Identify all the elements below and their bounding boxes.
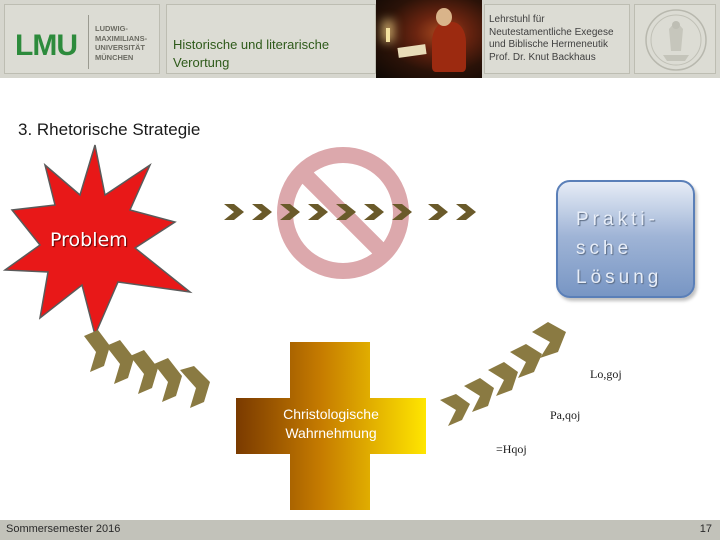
chevron-right-icon (464, 378, 494, 412)
solution-label-line: Prakti- (576, 209, 659, 230)
chevron-right-icon (84, 330, 110, 372)
chevron-right-icon (510, 344, 542, 378)
diagram-graphics (2, 144, 566, 510)
slide-header: LMU LUDWIG- MAXIMILIANS- UNIVERSITÄT MÜN… (0, 0, 720, 78)
logos-annotation: Lo,goj (590, 367, 622, 381)
paul-painting-image (376, 0, 482, 78)
chevron-right-icon (280, 204, 300, 220)
ethos-annotation: =Hqoj (496, 442, 527, 456)
university-name: LUDWIG- MAXIMILIANS- UNIVERSITÄT MÜNCHEN (95, 24, 147, 62)
lecture-title: Historische und literarische Verortung (173, 36, 329, 72)
solution-box: Prakti- sche Lösung (556, 180, 695, 298)
logo-divider (88, 15, 89, 69)
university-name-line: MÜNCHEN (95, 52, 134, 62)
christology-cross (236, 342, 426, 510)
chair-info: Lehrstuhl für Neutestamentliche Exegese … (489, 14, 614, 64)
university-name-line: MAXIMILIANS- (95, 33, 148, 43)
chair-info-line: Prof. Dr. Knut Backhaus (489, 51, 596, 63)
lecture-title-line: Verortung (173, 55, 230, 70)
chevron-right-icon (532, 322, 566, 358)
lmu-logo: LMU LUDWIG- MAXIMILIANS- UNIVERSITÄT MÜN… (4, 4, 160, 74)
chair-info-line: Neutestamentliche Exegese (489, 26, 614, 38)
chevron-right-icon (130, 350, 158, 394)
chevron-right-icon (440, 394, 470, 426)
section-title: 3. Rhetorische Strategie (18, 120, 201, 139)
cross-label: Christologische Wahrnehmung (236, 405, 426, 443)
cross-label-line: Wahrnehmung (285, 425, 377, 441)
university-name-line: LUDWIG- (95, 24, 128, 33)
problem-starburst (2, 144, 193, 338)
chevron-right-icon (392, 204, 412, 220)
painting-candle (386, 28, 390, 42)
chevron-right-icon (488, 362, 518, 396)
painting-figure (432, 22, 466, 72)
chevron-right-icon (428, 204, 448, 220)
descending-chevron-row (84, 330, 210, 408)
chevron-right-icon (364, 204, 384, 220)
ascending-chevron-row (440, 322, 566, 426)
university-seal-icon (645, 9, 707, 71)
lecture-title-box: Historische und literarische Verortung (166, 4, 376, 74)
chair-info-box: Lehrstuhl für Neutestamentliche Exegese … (484, 4, 630, 74)
page-number: 17 (699, 523, 712, 535)
lmu-wordmark: LMU (15, 29, 78, 62)
university-name-line: UNIVERSITÄT (95, 43, 146, 52)
seal-box (634, 4, 716, 74)
chevron-right-icon (224, 204, 244, 220)
painting-head (436, 8, 452, 26)
cross-label-line: Christologische (283, 406, 379, 422)
prohibition-sign-icon (277, 147, 409, 279)
lecture-title-line: Historische und literarische (173, 37, 330, 52)
chevron-right-icon (336, 204, 356, 220)
pathos-annotation: Pa,qoj (550, 408, 581, 422)
chevron-right-icon (154, 358, 182, 402)
slide-footer: Sommersemester 2016 17 (0, 520, 720, 540)
chevron-right-icon (456, 204, 476, 220)
chevron-right-icon (180, 366, 210, 408)
chevron-right-icon (106, 340, 134, 384)
problem-label: Problem (50, 229, 128, 251)
solution-label: Prakti- sche Lösung (576, 205, 662, 292)
solution-label-line: sche (576, 238, 633, 259)
chevron-right-icon (252, 204, 272, 220)
top-chevron-row (224, 204, 476, 220)
chevron-right-icon (308, 204, 328, 220)
semester-label: Sommersemester 2016 (6, 523, 121, 535)
chair-info-line: und Biblische Hermeneutik (489, 39, 608, 51)
solution-label-line: Lösung (576, 267, 663, 288)
chair-info-line: Lehrstuhl für (489, 14, 545, 25)
